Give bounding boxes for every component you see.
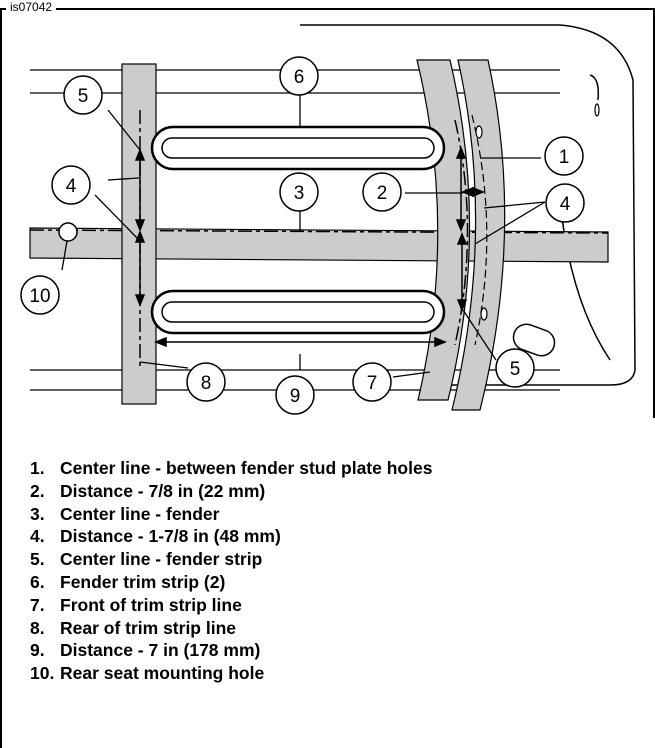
legend-text: Rear of trim strip line: [60, 617, 237, 638]
callout-circles: [20, 56, 585, 415]
rear-seat-mounting-hole: [58, 222, 78, 242]
center-band: [29, 227, 609, 263]
legend-text: Distance - 1-7/8 in (48 mm): [60, 526, 281, 547]
fender-outline: [300, 24, 636, 386]
callout-5-right: 5: [510, 359, 521, 380]
callout-10: 10: [29, 286, 50, 307]
legend-item: 3. Center line - fender: [30, 503, 432, 526]
stud-plate-band: [451, 59, 506, 411]
legend-text: Center line - between fender stud plate …: [60, 458, 433, 478]
legend-number: 1.: [30, 458, 45, 478]
legend-number: 4.: [30, 526, 45, 547]
left-vertical-band: [121, 63, 157, 405]
legend-number: 8.: [30, 617, 45, 638]
legend-list: 1. Center line - between fender stud plat…: [30, 457, 432, 685]
legend-text: Distance - 7/8 in (22 mm): [60, 480, 266, 501]
callout-8: 8: [201, 373, 212, 394]
legend-item: 1. Center line - between fender stud plat…: [30, 457, 432, 480]
figure-id: is07042: [6, 0, 57, 14]
legend-item: 4. Distance - 1-7/8 in (48 mm): [30, 525, 432, 548]
legend-number: 5.: [30, 549, 45, 570]
stud-plate-center-line: [471, 114, 488, 346]
legend-number: 6.: [30, 571, 45, 592]
legend-text: Distance - 7 in (178 mm): [60, 640, 261, 661]
trim-strip-lower-inner: [161, 301, 435, 323]
callout-2: 2: [377, 183, 388, 204]
legend-item: 5. Center line - fender strip: [30, 548, 432, 571]
figure-frame-right: [653, 8, 655, 418]
legend-number: 9.: [30, 640, 45, 661]
legend-number: 7.: [30, 594, 45, 615]
figure-frame-left: [0, 8, 2, 748]
legend-item: 7. Front of trim strip line: [30, 594, 432, 617]
legend-number: 10.: [30, 663, 55, 684]
stud-plate-hole-top: [475, 125, 483, 139]
callout-5-left: 5: [78, 86, 89, 107]
trim-strip-lower: [150, 289, 446, 335]
callout-3: 3: [294, 183, 305, 204]
legend-item: 9. Distance - 7 in (178 mm): [30, 639, 432, 662]
trim-strip-upper-inner: [161, 137, 435, 159]
fender-curve: [559, 199, 611, 361]
legend-text: Center line - fender strip: [60, 549, 263, 570]
legend-text: Rear seat mounting hole: [60, 663, 265, 684]
legend-text: Center line - fender: [60, 503, 220, 524]
legend-item: 10.Rear seat mounting hole: [30, 662, 432, 685]
dimension-arrows: [134, 145, 486, 348]
legend-number: 2.: [30, 480, 45, 501]
fender-contour: [589, 74, 600, 101]
trim-strip-upper: [150, 125, 446, 171]
stud-plate-hole-bottom: [480, 307, 488, 321]
legend-text: Fender trim strip (2): [60, 571, 226, 592]
legend-item: 8. Rear of trim strip line: [30, 617, 432, 640]
leader-lines: [61, 95, 546, 378]
fender-diagram: 5 6 4 3 2 1 4 10 8 9 7 5: [0, 8, 655, 415]
legend-number: 3.: [30, 503, 45, 524]
legend-item: 6. Fender trim strip (2): [30, 571, 432, 594]
legend-item: 2. Distance - 7/8 in (22 mm): [30, 480, 432, 503]
callout-9: 9: [290, 386, 301, 407]
legend-text: Front of trim strip line: [60, 594, 242, 615]
callout-6: 6: [294, 67, 305, 88]
fender-strip-band: [416, 59, 471, 401]
callout-4-left: 4: [66, 176, 77, 197]
callout-1: 1: [559, 147, 570, 168]
callout-7: 7: [367, 373, 378, 394]
stud-hole-upper: [594, 103, 600, 117]
fender-slot: [512, 323, 556, 357]
callout-4-right: 4: [560, 194, 571, 215]
